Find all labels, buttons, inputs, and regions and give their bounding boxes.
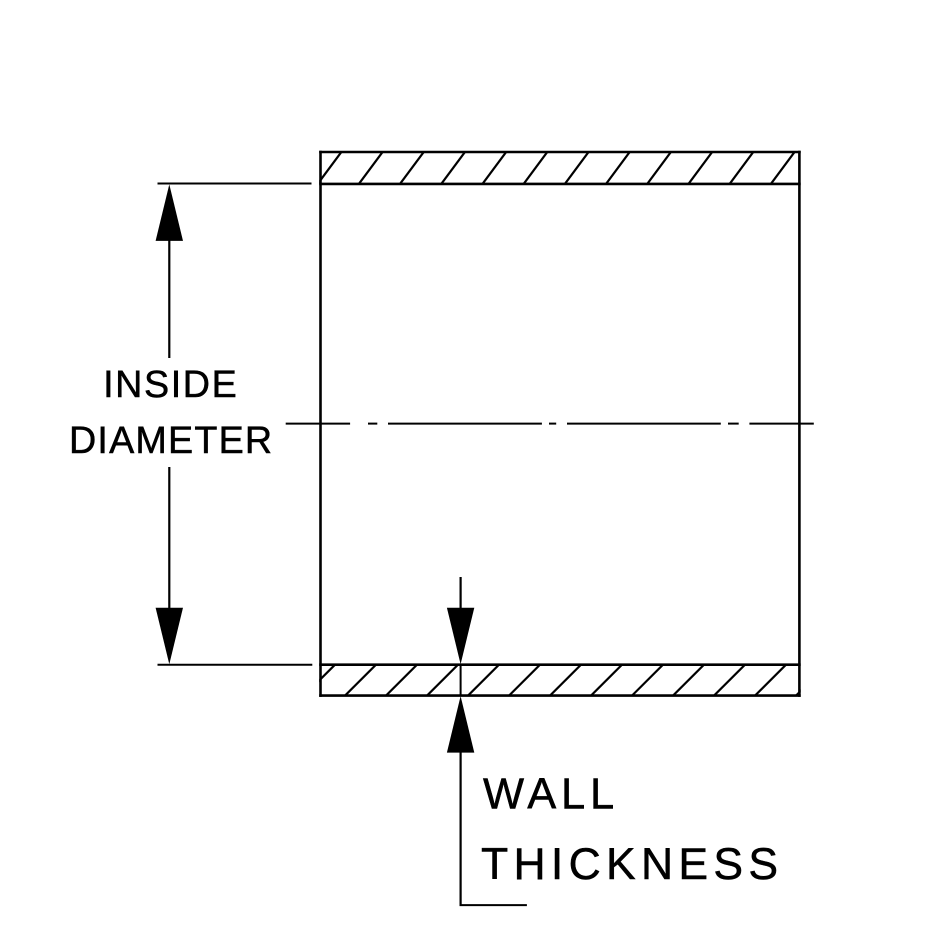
svg-text:WALL: WALL (483, 770, 619, 818)
svg-text:THICKNESS: THICKNESS (481, 840, 783, 889)
svg-text:INSIDE: INSIDE (103, 363, 238, 405)
svg-text:DIAMETER: DIAMETER (69, 419, 273, 461)
